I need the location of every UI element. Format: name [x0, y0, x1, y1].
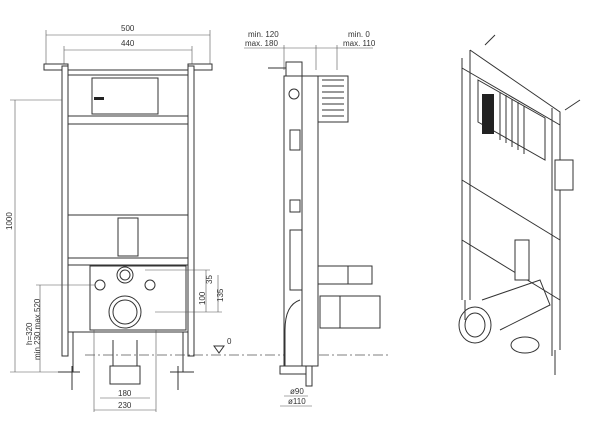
dim-230: 230 — [118, 401, 132, 410]
side-view: min. 120 max. 180 min. 0 max. 110 ø90 ø1… — [244, 30, 381, 407]
dim-width-total: 500 — [121, 24, 135, 33]
pipe-diameter-90: ø90 — [290, 387, 304, 396]
depth-right-min: min. 0 — [348, 30, 370, 39]
dim-height-h320: h=320 — [25, 322, 34, 345]
dim-height-minmax: min.230 max.520 — [33, 298, 42, 360]
dim-height-total: 1000 — [5, 212, 14, 230]
ribbed-panel-iso — [499, 92, 525, 154]
floor-level-label: 0 — [227, 337, 232, 346]
pipe-diameter-110: ø110 — [288, 397, 306, 406]
ribbed-panel — [322, 79, 344, 117]
front-view: 500 440 1000 — [5, 24, 390, 412]
isometric-view — [458, 34, 581, 375]
dim-135: 135 — [216, 288, 225, 302]
dim-100: 100 — [198, 291, 207, 305]
depth-right-max: max. 110 — [343, 39, 376, 48]
depth-left-max: max. 180 — [245, 39, 278, 48]
depth-left-min: min. 120 — [248, 30, 279, 39]
dim-180: 180 — [118, 389, 132, 398]
dim-35: 35 — [205, 275, 214, 284]
dim-width-inner: 440 — [121, 39, 135, 48]
